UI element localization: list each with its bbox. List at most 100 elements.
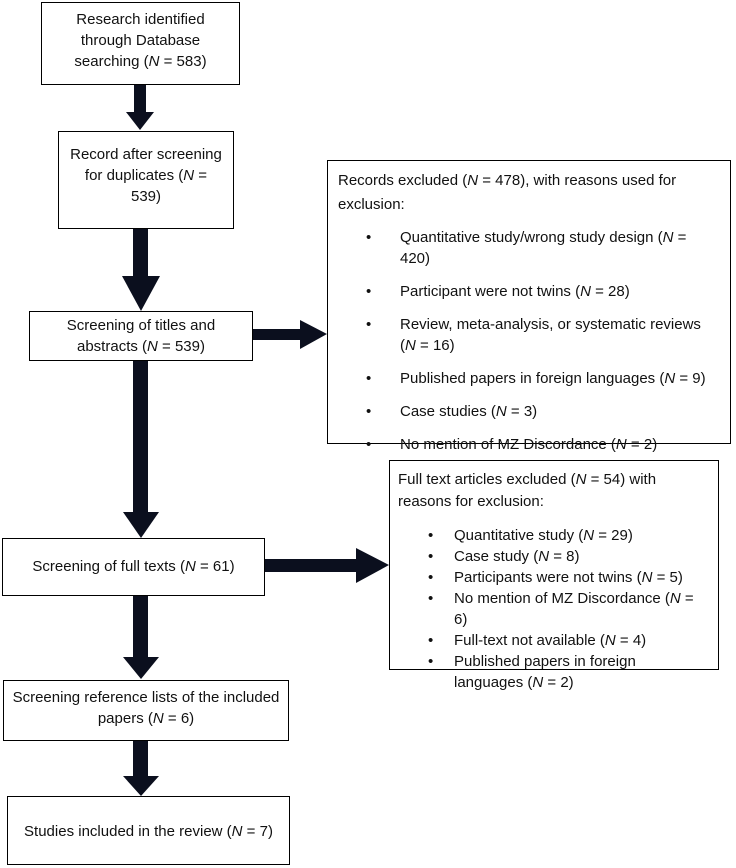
arrow-down-3 (123, 361, 159, 538)
list-item: • Quantitative study (N = 29) (428, 525, 704, 546)
records-excluded-list: • Quantitative study/wrong study design … (338, 227, 716, 455)
reason-text: Quantitative study/wrong study design ( (400, 229, 663, 246)
full-texts-box: Screening of full texts (N = 61) (2, 538, 265, 596)
reason-n: N (495, 403, 507, 420)
reason-value: = 2) (543, 674, 574, 691)
included-n-label: N (231, 823, 243, 840)
list-item: • Participants were not twins (N = 5) (428, 567, 704, 588)
arrow-down-2 (122, 229, 160, 311)
bullet-icon: • (428, 653, 434, 670)
reason-n: N (669, 590, 681, 607)
included-box: Studies included in the review (N = 7) (7, 796, 290, 865)
included-text: Studies included in the review ( (24, 823, 232, 840)
reason-value: = 29) (594, 527, 633, 544)
bullet-icon: • (366, 283, 372, 300)
bullet-icon: • (428, 632, 434, 649)
reference-lists-text: Screening reference lists of the include… (12, 689, 280, 727)
list-item: • Participant were not twins (N = 28) (366, 281, 716, 302)
arrow-down-4 (123, 596, 159, 679)
reason-n: N (615, 436, 627, 453)
records-excluded-box: Records excluded (N = 478), with reasons… (327, 160, 731, 453)
full-text-excluded-heading: Full text articles excluded (N = 54) wit… (398, 469, 704, 513)
identified-box: Research identified through Database sea… (41, 2, 240, 85)
reason-n: N (538, 548, 550, 565)
full-text-excluded-heading-n: N (575, 471, 587, 488)
reason-n: N (580, 283, 591, 300)
bullet-icon: • (366, 229, 372, 246)
list-item: • Review, meta-analysis, or systematic r… (366, 314, 716, 356)
full-texts-n-label: N (184, 558, 196, 575)
titles-abstracts-text: Screening of titles and abstracts ( (66, 317, 216, 355)
after-duplicates-n-label: N (183, 167, 195, 184)
arrow-right-1 (253, 320, 327, 349)
bullet-icon: • (428, 548, 434, 565)
reason-text: Participant were not twins ( (400, 283, 581, 300)
reference-lists-n-label: N (152, 710, 164, 727)
after-duplicates-text: Record after screening for duplicates ( (70, 146, 222, 184)
list-item: • No mention of MZ Discordance (N = 2) (366, 434, 716, 455)
full-text-excluded-box: Full text articles excluded (N = 54) wit… (389, 460, 719, 691)
bullet-icon: • (428, 527, 434, 544)
reason-text: Quantitative study ( (454, 527, 584, 544)
reason-value: = 8) (549, 548, 580, 565)
records-excluded-heading: Records excluded (N = 478), with reasons… (338, 169, 716, 217)
titles-abstracts-box: Screening of titles and abstracts (N = 5… (29, 311, 253, 361)
bullet-icon: • (428, 569, 434, 586)
reason-value: = 3) (506, 403, 538, 420)
after-duplicates-box: Record after screening for duplicates (N… (58, 131, 234, 229)
reason-text: No mention of MZ Discordance ( (454, 590, 670, 607)
bullet-icon: • (366, 436, 372, 453)
records-excluded-heading-n: N (467, 172, 479, 189)
reason-text: Participants were not twins ( (454, 569, 642, 586)
identified-text: Research identified through Database sea… (74, 11, 205, 70)
reason-text: No mention of MZ Discordance ( (400, 436, 616, 453)
reason-text: Case study ( (454, 548, 539, 565)
reason-n: N (604, 632, 616, 649)
reason-text: Published papers in foreign languages ( (454, 653, 636, 691)
titles-abstracts-n-value: = 539) (157, 338, 205, 355)
full-text-excluded-list: • Quantitative study (N = 29) • Case stu… (398, 525, 704, 693)
list-item: • Published papers in foreign languages … (366, 368, 716, 389)
reason-value: = 4) (615, 632, 647, 649)
reason-value: = 16) (415, 337, 455, 354)
full-text-excluded-heading-pre: Full text articles excluded ( (398, 471, 576, 488)
reason-text: Full-text not available ( (454, 632, 605, 649)
included-n-value: = 7) (242, 823, 273, 840)
reason-n: N (583, 527, 595, 544)
after-duplicates-n-value: = 539) (130, 167, 208, 205)
bullet-icon: • (366, 316, 372, 333)
reason-text: Published papers in foreign languages ( (400, 370, 665, 387)
reason-n: N (662, 229, 674, 246)
reason-text: Review, meta-analysis, or systematic rev… (400, 316, 701, 354)
records-excluded-heading-post: = 478), with reasons used for exclusion: (338, 172, 677, 213)
reason-value: = 5) (652, 569, 683, 586)
arrow-down-1 (126, 85, 154, 130)
reason-value: = 28) (590, 283, 630, 300)
identified-n-value: = 583) (159, 53, 207, 70)
titles-abstracts-n-label: N (147, 338, 158, 355)
reason-value: = 2) (626, 436, 658, 453)
bullet-icon: • (366, 370, 372, 387)
arrow-right-2 (265, 548, 389, 583)
reference-lists-box: Screening reference lists of the include… (3, 680, 289, 741)
reason-n: N (664, 370, 676, 387)
identified-n-label: N (148, 53, 160, 70)
list-item: • No mention of MZ Discordance (N = 6) (428, 588, 704, 630)
reason-n: N (405, 337, 416, 354)
bullet-icon: • (428, 590, 434, 607)
records-excluded-heading-pre: Records excluded ( (338, 172, 468, 189)
reason-n: N (641, 569, 653, 586)
reason-value: = 420) (400, 229, 687, 267)
arrow-down-5 (123, 741, 159, 796)
full-texts-text: Screening of full texts ( (32, 558, 185, 575)
list-item: • Case study (N = 8) (428, 546, 704, 567)
reason-text: Case studies ( (400, 403, 496, 420)
reason-value: = 9) (675, 370, 706, 387)
list-item: • Full-text not available (N = 4) (428, 630, 704, 651)
bullet-icon: • (366, 403, 372, 420)
list-item: • Published papers in foreign languages … (428, 651, 704, 693)
reason-value: = 6) (454, 590, 694, 628)
full-texts-n-value: = 61) (195, 558, 235, 575)
full-text-excluded-heading-post: = 54) with reasons for exclusion: (398, 471, 657, 510)
